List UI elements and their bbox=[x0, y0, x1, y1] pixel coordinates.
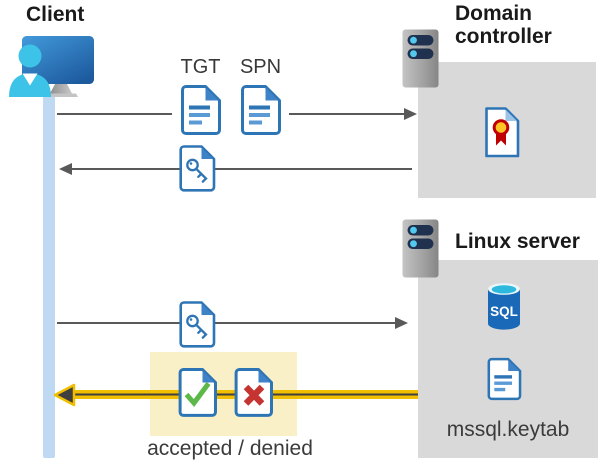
result-caption: accepted / denied bbox=[147, 437, 313, 460]
accepted-document-icon bbox=[178, 368, 217, 417]
keytab-filename: mssql.keytab bbox=[446, 418, 570, 441]
spn-document-icon bbox=[241, 85, 281, 135]
ticket-key-document-icon bbox=[179, 145, 216, 192]
yellow-arrowhead-left-icon bbox=[53, 383, 76, 407]
client-monitor-person-icon bbox=[9, 36, 94, 97]
sql-database-label: SQL bbox=[490, 304, 518, 319]
domain-controller-server-icon bbox=[402, 29, 439, 88]
denied-document-icon bbox=[234, 368, 273, 417]
certificate-document-icon bbox=[485, 107, 520, 158]
client-timeline-bar bbox=[43, 94, 55, 458]
linux-server-title: Linux server bbox=[455, 230, 580, 253]
ticket-key-document-icon bbox=[179, 301, 216, 348]
domain-controller-title: Domain controller bbox=[455, 2, 552, 48]
arrowhead-right-icon bbox=[404, 108, 417, 120]
client-title: Client bbox=[26, 3, 85, 26]
spn-label: SPN bbox=[239, 56, 282, 78]
reply-line-from-dc bbox=[71, 168, 412, 170]
tgt-document-icon bbox=[181, 85, 221, 135]
sql-database-icon: SQL bbox=[488, 283, 520, 330]
linux-server-icon bbox=[402, 219, 439, 278]
arrowhead-left-icon bbox=[59, 163, 72, 175]
arrowhead-right-icon bbox=[395, 317, 408, 329]
keytab-document-icon bbox=[487, 357, 522, 401]
tgt-label: TGT bbox=[180, 56, 221, 78]
request-line-to-linux bbox=[57, 322, 397, 324]
